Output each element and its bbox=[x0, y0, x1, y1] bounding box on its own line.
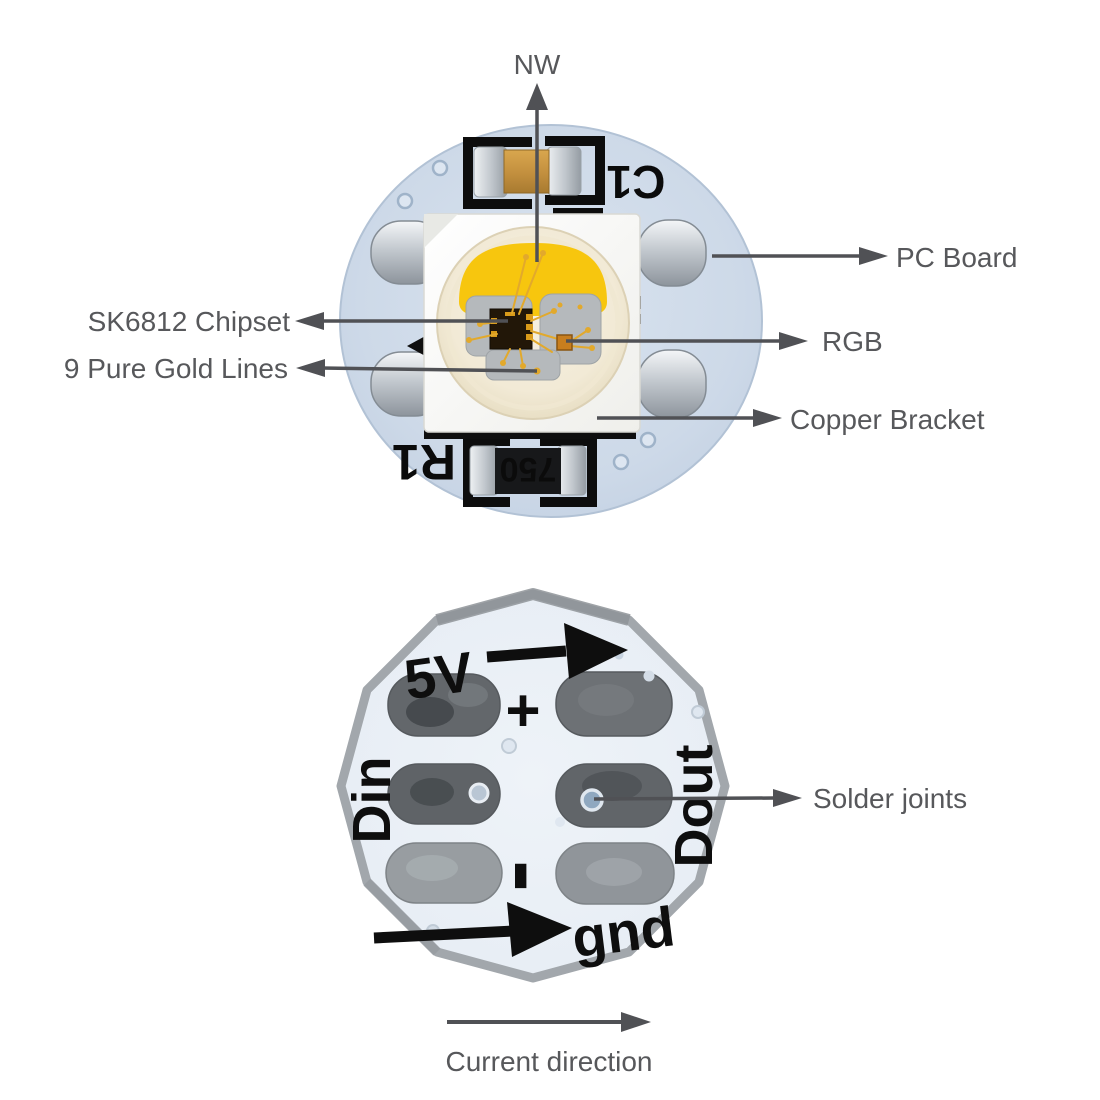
copper-bracket-arrowhead bbox=[753, 409, 782, 427]
solder-bump-right-top bbox=[637, 219, 707, 287]
silkscreen-5v: 5V bbox=[400, 639, 477, 711]
silkscreen-plus: + bbox=[505, 677, 540, 744]
pad-texture bbox=[406, 683, 642, 886]
cap-ref-text: C1 bbox=[607, 156, 666, 208]
led-corner-notch bbox=[424, 214, 458, 248]
solder-joints-arrow-line bbox=[593, 796, 775, 801]
chipset-arrowhead bbox=[295, 312, 324, 330]
silkscreen-5v-arrow bbox=[486, 623, 628, 679]
gold-lines-arrowhead bbox=[296, 359, 325, 377]
resistor: 750 R1 bbox=[392, 434, 597, 507]
gold-lines-arrow-line bbox=[320, 366, 538, 373]
capacitor-silkscreen-right bbox=[545, 136, 605, 205]
silkscreen-minus: - bbox=[475, 860, 582, 892]
rgb-label: RGB bbox=[822, 326, 883, 357]
silkscreen-din: Din bbox=[342, 757, 402, 844]
led-package bbox=[423, 213, 641, 433]
nw-label: NW bbox=[514, 49, 561, 80]
capacitor: C1 bbox=[463, 136, 666, 216]
resistor-solder-right bbox=[557, 445, 587, 496]
resistor-silkscreen-left bbox=[463, 436, 510, 507]
silkscreen-dout: Dout bbox=[664, 745, 724, 868]
capacitor-solder-right bbox=[546, 146, 582, 196]
current-direction-arrowhead bbox=[621, 1012, 651, 1032]
bottom-view: 5V + Din Dout - gnd Solder joints Curren… bbox=[336, 588, 967, 1077]
solder-joints-arrowhead bbox=[773, 789, 802, 807]
top-annotations bbox=[320, 108, 860, 420]
silkscreen-tick bbox=[553, 208, 603, 216]
chipset-label: SK6812 Chipset bbox=[88, 306, 291, 337]
top-annotation-arrowheads bbox=[295, 83, 888, 427]
led-lens-ring bbox=[445, 235, 621, 411]
resistor-body bbox=[495, 448, 561, 494]
capacitor-solder-left bbox=[473, 146, 508, 198]
pc-board-arrowhead bbox=[859, 247, 888, 265]
top-view: C1 750 R1 bbox=[64, 49, 1017, 518]
rgb-arrowhead bbox=[779, 332, 808, 350]
pcb-vias bbox=[396, 159, 657, 471]
gold-wires bbox=[469, 252, 593, 367]
solder-bump-right-bottom bbox=[637, 349, 707, 419]
gold-dots bbox=[466, 250, 595, 375]
capacitor-silkscreen-left bbox=[463, 137, 532, 209]
pc-board-label: PC Board bbox=[896, 242, 1017, 273]
pcb-bottom-rim-top bbox=[435, 588, 631, 626]
silkscreen-gnd: gnd bbox=[569, 894, 679, 969]
res-ref-text: R1 bbox=[392, 434, 456, 490]
resistor-silkscreen-right bbox=[540, 436, 597, 507]
res-value-text: 750 bbox=[500, 450, 557, 488]
gold-lines-label: 9 Pure Gold Lines bbox=[64, 353, 288, 384]
nw-arrowhead bbox=[526, 83, 548, 110]
resistor-solder-left bbox=[469, 445, 499, 496]
current-direction-label: Current direction bbox=[446, 1046, 653, 1077]
silkscreen-gnd-arrow bbox=[373, 902, 572, 957]
capacitor-body bbox=[503, 149, 550, 194]
copper-bracket-label: Copper Bracket bbox=[790, 404, 985, 435]
solder-joints-label: Solder joints bbox=[813, 783, 967, 814]
